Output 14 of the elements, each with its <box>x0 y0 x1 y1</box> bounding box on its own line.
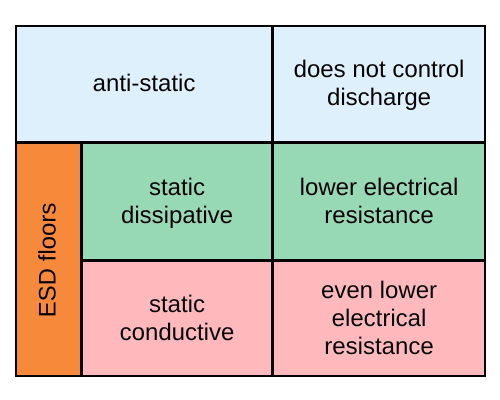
cell-label: lower electrical resistance <box>298 174 460 230</box>
table-cell <box>15 25 273 143</box>
table-cell <box>272 25 486 143</box>
cell-label: static conductive <box>118 290 236 346</box>
table-cell <box>81 142 273 261</box>
cell-label: ESD floors <box>34 202 62 317</box>
cell-label: anti-static <box>92 70 196 98</box>
cell-label: even lower electrical resistance <box>320 276 438 360</box>
table-cell <box>272 260 486 377</box>
table-cell <box>272 142 486 261</box>
table-cell <box>15 142 82 377</box>
table-cell <box>81 260 273 377</box>
cell-label: static dissipative <box>120 174 234 230</box>
cell-label: does not control discharge <box>292 56 466 112</box>
